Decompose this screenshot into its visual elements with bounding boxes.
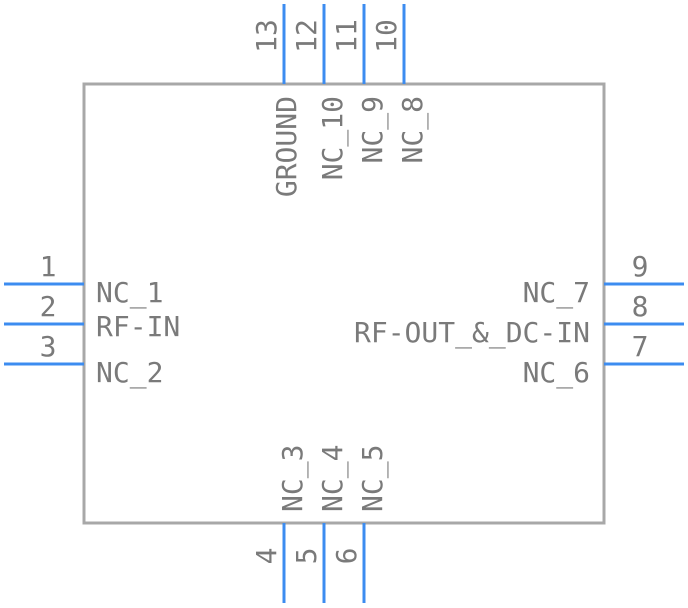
pin-name-4: NC_3 [276, 445, 310, 512]
pin-number-7: 7 [632, 330, 649, 363]
pin-name-10: NC_8 [396, 96, 430, 163]
pin-number-3: 3 [40, 330, 57, 363]
pin-number-4: 4 [250, 548, 283, 565]
pin-number-5: 5 [290, 548, 323, 565]
pin-number-1: 1 [40, 250, 57, 283]
pin-number-8: 8 [632, 290, 649, 323]
pin-name-1: NC_1 [96, 276, 163, 310]
pin-name-11: NC_9 [356, 96, 390, 163]
pin-name-12: NC_10 [316, 96, 350, 180]
pin-name-2: RF-IN [96, 310, 180, 343]
pin-name-13: GROUND [270, 96, 303, 197]
pin-number-13: 13 [250, 19, 283, 53]
pin-name-3: NC_2 [96, 356, 163, 390]
pin-number-10: 10 [370, 19, 403, 53]
pin-name-8: RF-OUT_&_DC-IN [354, 316, 590, 350]
pin-number-12: 12 [290, 19, 323, 53]
pin-number-6: 6 [330, 548, 363, 565]
pin-name-7: NC_6 [523, 356, 590, 390]
pin-name-5: NC_4 [316, 445, 350, 512]
component-body [82, 82, 606, 525]
pin-number-2: 2 [40, 290, 57, 323]
pin-number-9: 9 [632, 250, 649, 283]
pin-number-11: 11 [330, 19, 363, 53]
pin-name-6: NC_5 [356, 445, 390, 512]
pin-name-9: NC_7 [523, 276, 590, 310]
